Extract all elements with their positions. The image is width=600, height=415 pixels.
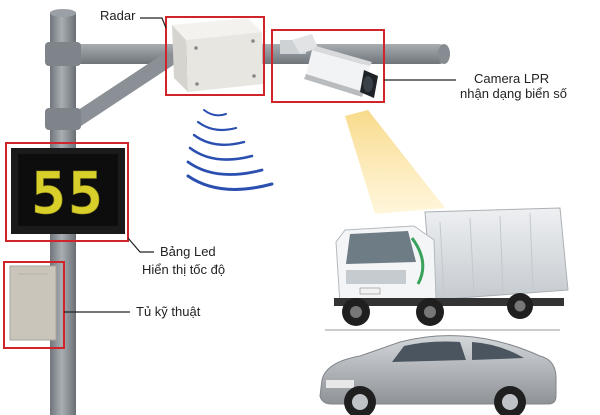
radar-label: Radar bbox=[100, 8, 136, 23]
camera-label-line2: nhận dạng biển số bbox=[460, 86, 567, 101]
radar-unit-icon bbox=[172, 18, 263, 92]
truck-icon bbox=[334, 207, 569, 326]
sedan-car-icon bbox=[319, 335, 557, 415]
led-label-line2: Hiển thị tốc độ bbox=[142, 262, 226, 277]
led-label-line1: Bảng Led bbox=[160, 244, 216, 259]
led-speed-value: 55 bbox=[31, 159, 105, 227]
leader-lines bbox=[64, 17, 456, 313]
technical-cabinet-icon bbox=[9, 265, 57, 341]
camera-highlight bbox=[271, 29, 385, 103]
pole-brace bbox=[66, 52, 178, 128]
lpr-camera-icon bbox=[280, 34, 378, 98]
camera-label-line1: Camera LPR bbox=[474, 71, 550, 86]
cabinet-highlight bbox=[3, 261, 65, 349]
radar-waves-icon bbox=[186, 109, 274, 191]
cabinet-label: Tủ kỹ thuật bbox=[136, 304, 201, 319]
camera-beam bbox=[345, 110, 445, 214]
led-highlight bbox=[5, 142, 129, 242]
led-speed-board-icon bbox=[11, 148, 125, 234]
radar-highlight bbox=[165, 16, 265, 96]
